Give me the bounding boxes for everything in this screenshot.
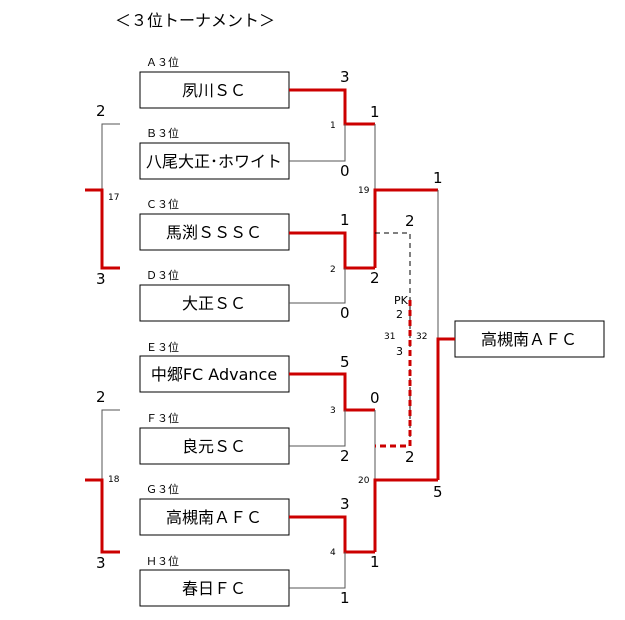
score-sf-bottom: 5 [433, 483, 443, 501]
score-18-top: 2 [96, 388, 106, 406]
bracket-line-19-winner [373, 188, 438, 268]
score-e: 5 [340, 353, 350, 371]
seed-label-h: Ｈ３位 [146, 554, 179, 568]
pk-score-bottom: 3 [396, 345, 403, 358]
score-17-bottom: 3 [96, 270, 106, 288]
seed-label-b: Ｂ３位 [146, 126, 179, 140]
match-number-31: 31 [384, 332, 395, 342]
bracket-line-31-winner [375, 300, 412, 448]
score-18-bottom: 3 [96, 554, 106, 572]
team-name-d: 大正ＳＣ [182, 294, 246, 313]
seed-label-a: Ａ３位 [146, 55, 179, 69]
team-name-a: 夙川ＳＣ [182, 81, 246, 100]
match-number-17: 17 [108, 193, 119, 203]
bracket-line-f [289, 410, 346, 447]
team-name-e: 中郷FC Advance [151, 365, 277, 384]
team-box-b [139, 142, 290, 180]
match-number-19: 19 [358, 186, 370, 196]
bracket-line-b [289, 124, 346, 162]
team-name-b: 八尾大正･ホワイト [146, 152, 282, 171]
seed-label-e: Ｅ３位 [146, 340, 179, 354]
team-name-h: 春日ＦＣ [182, 579, 246, 598]
pk-score-top: 2 [396, 308, 403, 321]
bracket-line-17-winner [85, 188, 120, 270]
page-title: ＜３位トーナメント＞ [115, 11, 275, 30]
team-box-h [139, 569, 290, 607]
team-box-a [139, 71, 290, 109]
pk-label: PK [394, 294, 409, 307]
bracket-line-g [289, 515, 375, 554]
bracket-line-17-top [101, 123, 120, 190]
score-cd-winner: 2 [370, 269, 380, 287]
team-box-e [139, 355, 290, 393]
bracket-line-c [289, 231, 375, 270]
score-31-bottom: 2 [405, 448, 415, 466]
bracket-line-e [289, 372, 375, 412]
team-name-g: 高槻南ＡＦＣ [166, 508, 262, 527]
team-box-f [139, 427, 290, 465]
match-number-32: 32 [416, 332, 427, 342]
bracket-line-18-top [101, 409, 120, 480]
match-number-20: 20 [358, 476, 370, 486]
score-sf-top: 1 [433, 169, 443, 187]
score-ef-winner: 0 [370, 389, 380, 407]
score-gh-winner: 1 [370, 553, 380, 571]
bracket-line-20-winner [373, 478, 438, 552]
match-number-18: 18 [108, 475, 120, 485]
champion-name: 高槻南ＡＦＣ [481, 330, 577, 349]
score-ab-winner: 1 [370, 103, 380, 121]
team-name-c: 馬渕ＳＳＳＣ [166, 223, 262, 242]
match-number-3: 3 [330, 406, 336, 416]
team-box-c [139, 213, 290, 251]
seed-label-f: Ｆ３位 [146, 411, 179, 425]
score-f: 2 [340, 447, 350, 465]
score-17-top: 2 [96, 102, 106, 120]
score-d: 0 [340, 304, 350, 322]
score-a: 3 [340, 68, 350, 86]
match-number-1: 1 [330, 121, 336, 131]
score-31-top: 2 [405, 212, 415, 230]
seed-label-d: Ｄ３位 [146, 268, 179, 282]
bracket-line-d [289, 268, 346, 304]
seed-label-c: Ｃ３位 [146, 197, 179, 211]
seed-label-g: Ｇ３位 [146, 482, 179, 496]
bracket-line-31-top [375, 232, 411, 446]
bracket-line-18-winner [85, 478, 120, 554]
team-name-f: 良元ＳＣ [182, 437, 246, 456]
score-b: 0 [340, 162, 350, 180]
team-box-g [139, 498, 290, 536]
score-g: 3 [340, 495, 350, 513]
match-number-2: 2 [330, 265, 336, 275]
bracket-line-h [289, 552, 346, 589]
score-h: 1 [340, 589, 350, 607]
match-number-4: 4 [330, 548, 336, 558]
bracket-line-a [289, 88, 375, 126]
bracket-line-32-winner [436, 337, 455, 480]
score-c: 1 [340, 211, 350, 229]
